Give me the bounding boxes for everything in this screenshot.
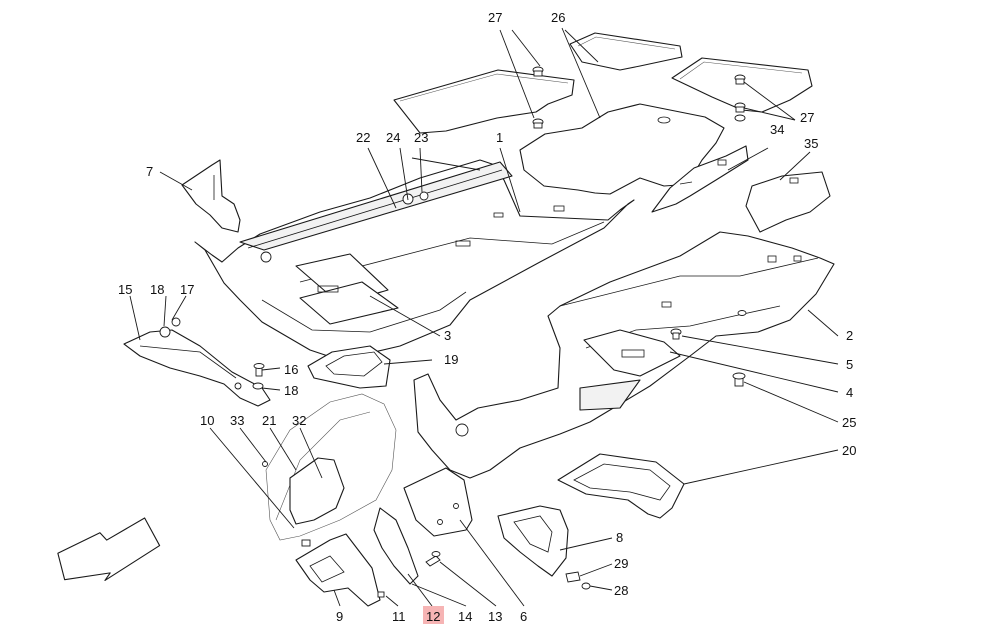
- part-1-floor-carpet-left: [194, 159, 635, 361]
- part-32-panel-outline: [265, 393, 397, 541]
- callout-7[interactable]: 7: [146, 164, 153, 179]
- mat-clip-27-group-b: [734, 74, 746, 122]
- floor-mat-front-right: [671, 57, 813, 113]
- callout-9[interactable]: 9: [336, 609, 343, 624]
- callout-34[interactable]: 34: [770, 122, 784, 137]
- part-3-heel-pad: [295, 253, 399, 325]
- callout-23[interactable]: 23: [414, 130, 428, 145]
- part-34-panel: [651, 145, 749, 213]
- callout-labels: 27 26 27 34 35 22 24 23 1 7 15 18 17 16 …: [118, 10, 856, 624]
- part-14-bracket: [373, 507, 419, 585]
- callout-2[interactable]: 2: [846, 328, 853, 343]
- part-8-bracket: [497, 505, 569, 577]
- callout-12[interactable]: 12: [426, 609, 440, 624]
- callout-18-top[interactable]: 18: [150, 282, 164, 297]
- callout-35[interactable]: 35: [804, 136, 818, 151]
- part-15-bracket: [123, 317, 271, 407]
- clip-25: [732, 372, 746, 387]
- callout-6[interactable]: 6: [520, 609, 527, 624]
- callout-17[interactable]: 17: [180, 282, 194, 297]
- clip-5: [670, 328, 682, 340]
- callout-27-top[interactable]: 27: [488, 10, 502, 25]
- mat-clip-27-group-a: [532, 66, 544, 129]
- callout-32[interactable]: 32: [292, 413, 306, 428]
- callout-24[interactable]: 24: [386, 130, 400, 145]
- clip-33: [262, 461, 268, 467]
- callout-4[interactable]: 4: [846, 385, 853, 400]
- callout-20[interactable]: 20: [842, 443, 856, 458]
- part-9-bracket: [295, 533, 385, 607]
- callout-19[interactable]: 19: [444, 352, 458, 367]
- callout-27-right[interactable]: 27: [800, 110, 814, 125]
- callout-29[interactable]: 29: [614, 556, 628, 571]
- callout-14[interactable]: 14: [458, 609, 472, 624]
- floor-mat-rear-left: [393, 69, 575, 134]
- callout-33[interactable]: 33: [230, 413, 244, 428]
- part-21-panel: [289, 457, 345, 525]
- callout-15[interactable]: 15: [118, 282, 132, 297]
- bolt-29-28: [565, 571, 591, 590]
- floor-mat-rear-right: [569, 32, 683, 71]
- part-4-heel-pad: [583, 329, 681, 377]
- highlight-callout-12: [423, 606, 444, 624]
- callout-8[interactable]: 8: [616, 530, 623, 545]
- direction-arrow-icon: [57, 517, 161, 582]
- part-20-tray: [557, 453, 685, 519]
- leader-lines: [129, 27, 839, 607]
- callout-16[interactable]: 16: [284, 362, 298, 377]
- callout-13[interactable]: 13: [488, 609, 502, 624]
- bolt-13: [425, 551, 441, 567]
- callout-10[interactable]: 10: [200, 413, 214, 428]
- callout-21[interactable]: 21: [262, 413, 276, 428]
- nut-18b: [252, 382, 264, 390]
- part-7-panel: [181, 159, 241, 233]
- part-35-panel: [745, 171, 831, 233]
- callout-18-bottom[interactable]: 18: [284, 383, 298, 398]
- callout-11[interactable]: 11: [392, 609, 406, 624]
- callout-5[interactable]: 5: [846, 357, 853, 372]
- bolt-16: [253, 363, 265, 377]
- callout-26[interactable]: 26: [551, 10, 565, 25]
- part-19-tray: [307, 345, 391, 389]
- callout-1[interactable]: 1: [496, 130, 503, 145]
- callout-25[interactable]: 25: [842, 415, 856, 430]
- part-6-bracket: [403, 467, 473, 537]
- callout-3[interactable]: 3: [444, 328, 451, 343]
- callout-28[interactable]: 28: [614, 583, 628, 598]
- callout-22[interactable]: 22: [356, 130, 370, 145]
